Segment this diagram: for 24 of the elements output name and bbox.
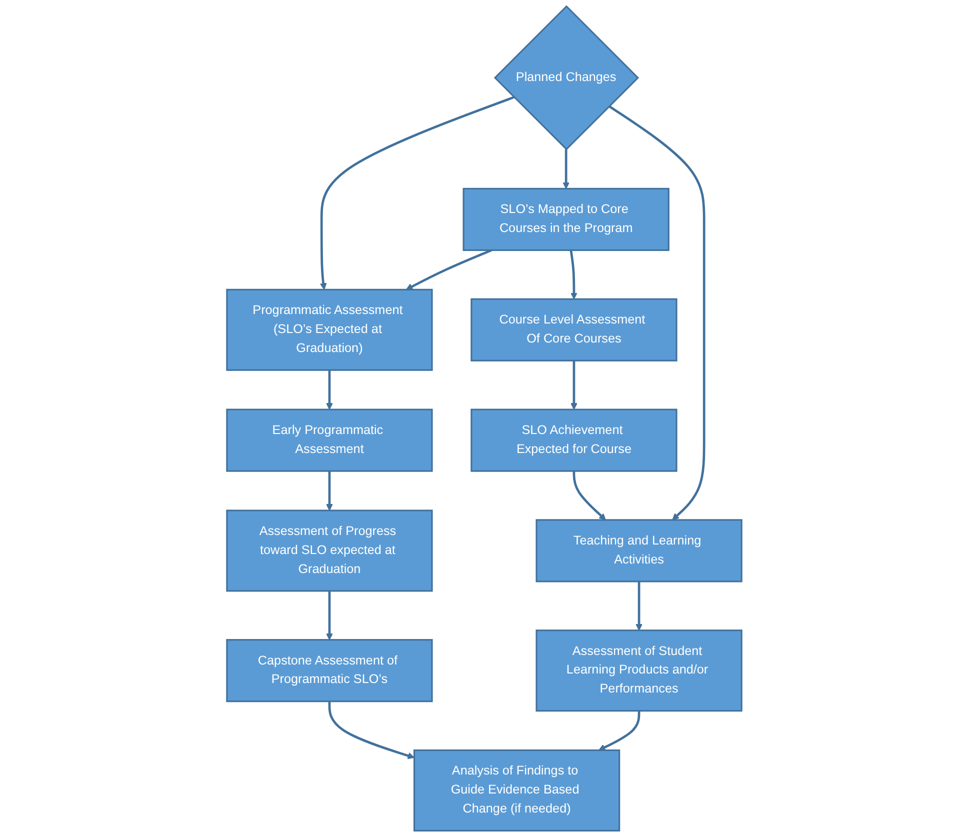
node-box: Assessment of Progress toward SLO expected at Graduation [226,510,434,592]
node-box: Teaching and Learning Activities [536,519,743,582]
node-box: Assessment of Student Learning Products and/or Performances [536,630,743,712]
arrow [598,710,640,751]
node-box: Analysis of Findings to Guide Evidence Based Change (if needed) [414,749,620,832]
arrow [326,590,334,640]
arrow [573,471,606,520]
node-box: SLO Achievement Expected for Course [470,408,678,472]
arrow [570,250,578,300]
node-box: Capstone Assessment of Programmatic SLO’s [226,639,434,702]
arrow [326,471,334,511]
arrow [608,105,706,520]
node-box: Programmatic Assessment (SLO’s Expected at Graduation) [226,288,434,371]
node-box: Course Level Assessment Of Core Courses [470,298,678,362]
arrow [320,96,515,290]
arrow [326,370,334,410]
node-diamond: Planned Changes [494,5,640,150]
node-box: SLO’s Mapped to Core Courses in the Program [463,188,670,251]
node-box: Early Programmatic Assessment [226,408,434,472]
arrow [570,360,578,410]
arrow [562,149,570,189]
arrow [328,701,415,760]
arrow [636,581,643,631]
arrow [406,249,492,290]
